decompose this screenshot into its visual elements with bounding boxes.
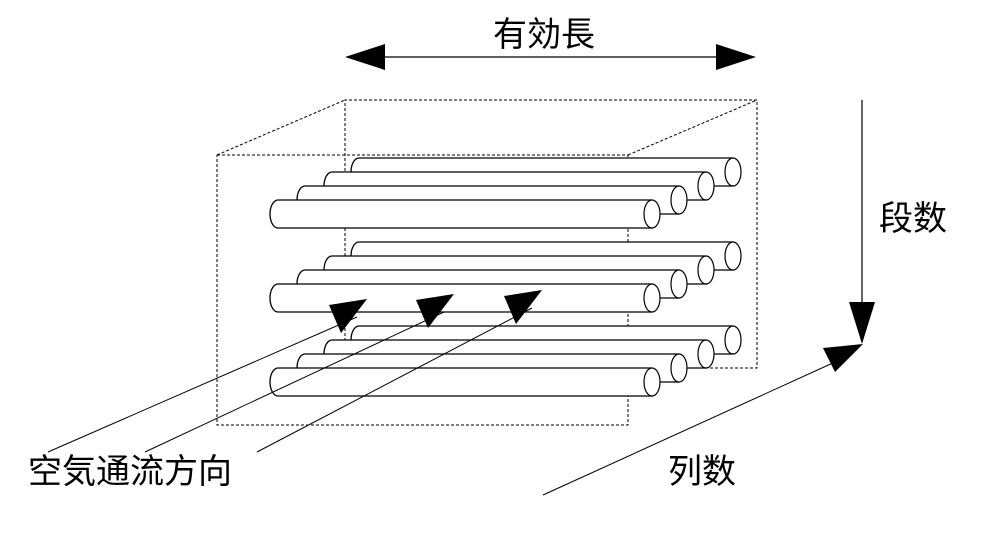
tube-end: [697, 255, 715, 285]
tube-end: [724, 325, 742, 355]
tube-end: [697, 171, 715, 201]
tube-end: [643, 283, 661, 313]
airflow-arrows: [47, 290, 542, 453]
tube-body: [269, 199, 653, 229]
effective-length-arrow: [345, 44, 756, 70]
airflow-line: [47, 316, 358, 453]
arrowhead-right: [716, 44, 756, 70]
casing-edge-tl: [216, 99, 346, 156]
columns-arrow: [542, 344, 863, 496]
airflow-arrowhead: [416, 294, 454, 328]
airflow-line: [144, 311, 445, 453]
casing-edge-tr: [627, 99, 758, 156]
airflow-arrowhead: [329, 299, 367, 333]
airflow-arrow: [256, 290, 542, 453]
tube: [269, 199, 661, 229]
air-flow-direction-label: 空気通流方向: [28, 452, 232, 492]
airflow-arrow: [47, 299, 367, 453]
arrowhead-left: [345, 44, 385, 70]
airflow-arrow: [144, 294, 454, 453]
tube: [269, 367, 661, 397]
tube-end: [643, 367, 661, 397]
tube-bank: [269, 157, 742, 397]
rows-arrowhead: [849, 302, 875, 344]
tube-body: [269, 367, 653, 397]
tube-body: [269, 283, 653, 313]
tube-end: [697, 339, 715, 369]
rows-arrow: [849, 100, 875, 344]
tube-end: [670, 185, 688, 215]
tube: [269, 283, 661, 313]
tube-end: [670, 353, 688, 383]
effective-length-label: 有効長: [493, 15, 595, 55]
rows-label: 段数: [879, 199, 947, 239]
tube-end: [724, 241, 742, 271]
tube-end: [670, 269, 688, 299]
tube-end: [724, 157, 742, 187]
airflow-arrowhead: [504, 290, 542, 324]
tube-end: [643, 199, 661, 229]
airflow-line: [256, 307, 533, 453]
columns-label: 列数: [668, 452, 736, 492]
columns-arrowhead: [823, 344, 863, 372]
